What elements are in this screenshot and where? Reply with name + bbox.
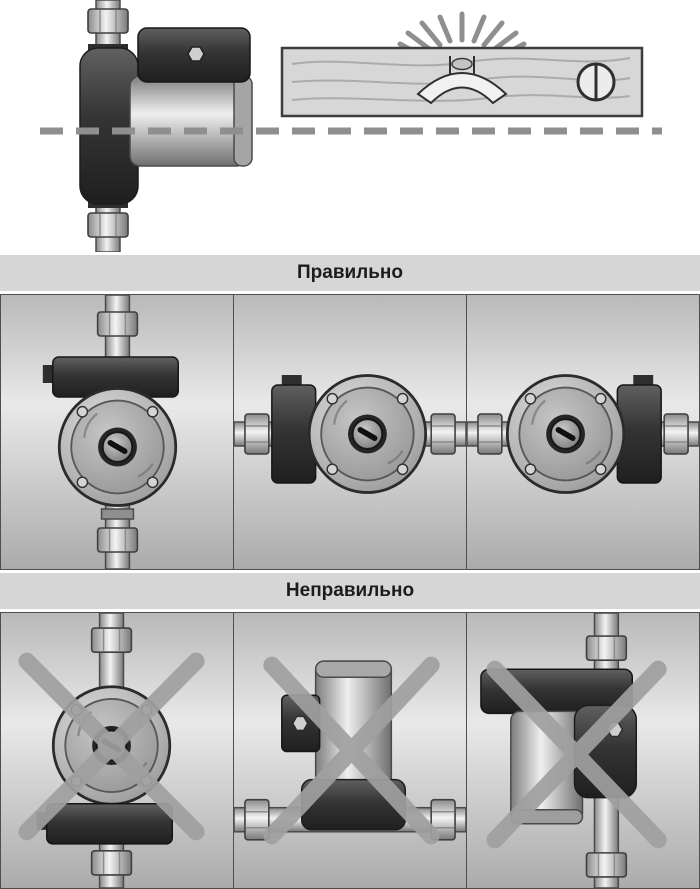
correct-panel-vertical-pipe — [1, 295, 234, 569]
hex-bolt-icon — [187, 46, 205, 62]
incorrect-panel-box-bottom — [1, 613, 234, 888]
pump-head-icon — [57, 387, 178, 507]
union-nut-icon — [90, 850, 133, 876]
cross-out-mark-icon — [486, 660, 667, 849]
incorrect-examples-row — [0, 612, 700, 889]
union-nut-icon — [477, 413, 503, 455]
bubble-vial — [416, 56, 508, 105]
union-nut-icon — [244, 413, 270, 455]
union-nut-icon — [663, 413, 689, 455]
union-nut-icon — [96, 311, 139, 337]
terminal-box — [137, 27, 251, 83]
pump-front-horizontal-pipe-illustration — [467, 374, 699, 494]
incorrect-panel-motor-up — [234, 613, 467, 888]
union-nut-icon — [96, 527, 139, 553]
union-nut-icon — [87, 8, 129, 34]
union-nut-icon — [430, 413, 456, 455]
pump-head-icon — [307, 374, 428, 494]
hex-bolt-icon — [291, 715, 309, 732]
pump-terminal-box-down-illustration — [18, 613, 205, 888]
pump-front-horizontal-pipe-illustration — [234, 374, 466, 494]
bubble-icon — [451, 57, 473, 71]
correct-section-header: Правильно — [0, 255, 700, 291]
alignment-dashed-line — [40, 127, 662, 135]
cross-out-mark-icon — [263, 656, 440, 845]
motor-body — [314, 660, 393, 787]
correct-panel-horizontal-pipe-box-left — [234, 295, 467, 569]
pump-motor-up-illustration — [234, 656, 466, 845]
union-nut-icon — [585, 635, 628, 661]
incorrect-panel-motor-down — [467, 613, 699, 888]
correct-examples-row — [0, 294, 700, 570]
pump-head-icon — [505, 374, 626, 494]
pump-motor-down-illustration — [480, 613, 667, 888]
correct-panel-horizontal-pipe-box-right — [467, 295, 699, 569]
union-nut-icon — [87, 212, 129, 238]
incorrect-section-header: Неправильно — [0, 573, 700, 609]
pump-side-view-illustration — [79, 0, 253, 252]
round-vial-icon — [576, 62, 616, 102]
alignment-illustration-section — [0, 0, 700, 252]
motor-body — [129, 75, 253, 167]
pump-front-vertical-pipe-illustration — [42, 295, 179, 569]
correct-label: Правильно — [296, 262, 404, 283]
union-nut-icon — [585, 852, 628, 878]
spirit-level-illustration — [280, 11, 644, 118]
union-nut-icon — [90, 627, 133, 653]
cross-out-mark-icon — [18, 652, 205, 841]
incorrect-label: Неправильно — [285, 580, 415, 601]
terminal-box — [42, 356, 179, 398]
